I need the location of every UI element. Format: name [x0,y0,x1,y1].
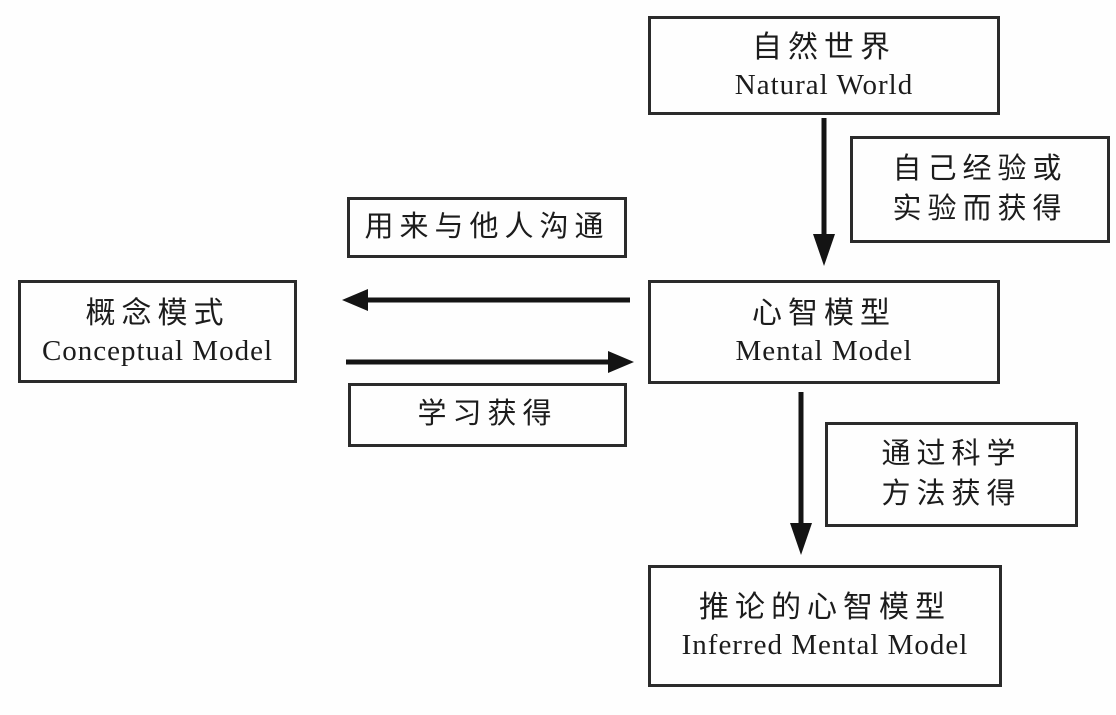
node-mental-model-label-en: Mental Model [735,335,913,368]
node-natural-world-label-en: Natural World [734,68,914,101]
arrow-head-left-icon [342,289,368,311]
edge-label-learning-line1: 学习获得 [417,398,558,431]
edge-label-communicate-line1: 用来与他人沟通 [364,210,610,243]
node-inferred-mental-model-label-zh: 推论的心智模型 [699,591,951,625]
node-natural-world: 自然世界 Natural World [648,16,1000,115]
node-natural-world-label-zh: 自然世界 [752,30,896,64]
node-conceptual-model: 概念模式 Conceptual Model [18,280,297,383]
edge-label-communicate: 用来与他人沟通 [347,197,627,258]
edge-label-experience: 自己经验或 实验而获得 [850,136,1110,243]
arrow-mental-to-inferred-icon [790,392,812,555]
edge-label-experience-line2: 实验而获得 [892,192,1068,225]
edge-label-scientific-method-line2: 方法获得 [881,477,1022,510]
arrow-head-right-icon [608,351,634,373]
edge-label-scientific-method: 通过科学 方法获得 [825,422,1078,527]
edge-label-experience-line1: 自己经验或 [892,153,1068,186]
arrow-mental-to-conceptual-icon [342,289,630,311]
edge-label-learning: 学习获得 [348,383,627,447]
node-conceptual-model-label-en: Conceptual Model [41,334,274,367]
edge-label-scientific-method-line1: 通过科学 [881,438,1022,471]
arrow-head-down-icon [790,523,812,555]
node-inferred-mental-model-label-en: Inferred Mental Model [681,629,969,662]
arrow-head-down-icon [813,234,835,266]
node-mental-model: 心智模型 Mental Model [648,280,1000,384]
arrow-natural-to-mental-icon [813,118,835,266]
node-conceptual-model-label-zh: 概念模式 [85,296,230,330]
node-inferred-mental-model: 推论的心智模型 Inferred Mental Model [648,565,1002,687]
node-mental-model-label-zh: 心智模型 [752,297,896,331]
arrow-conceptual-to-mental-icon [346,351,634,373]
